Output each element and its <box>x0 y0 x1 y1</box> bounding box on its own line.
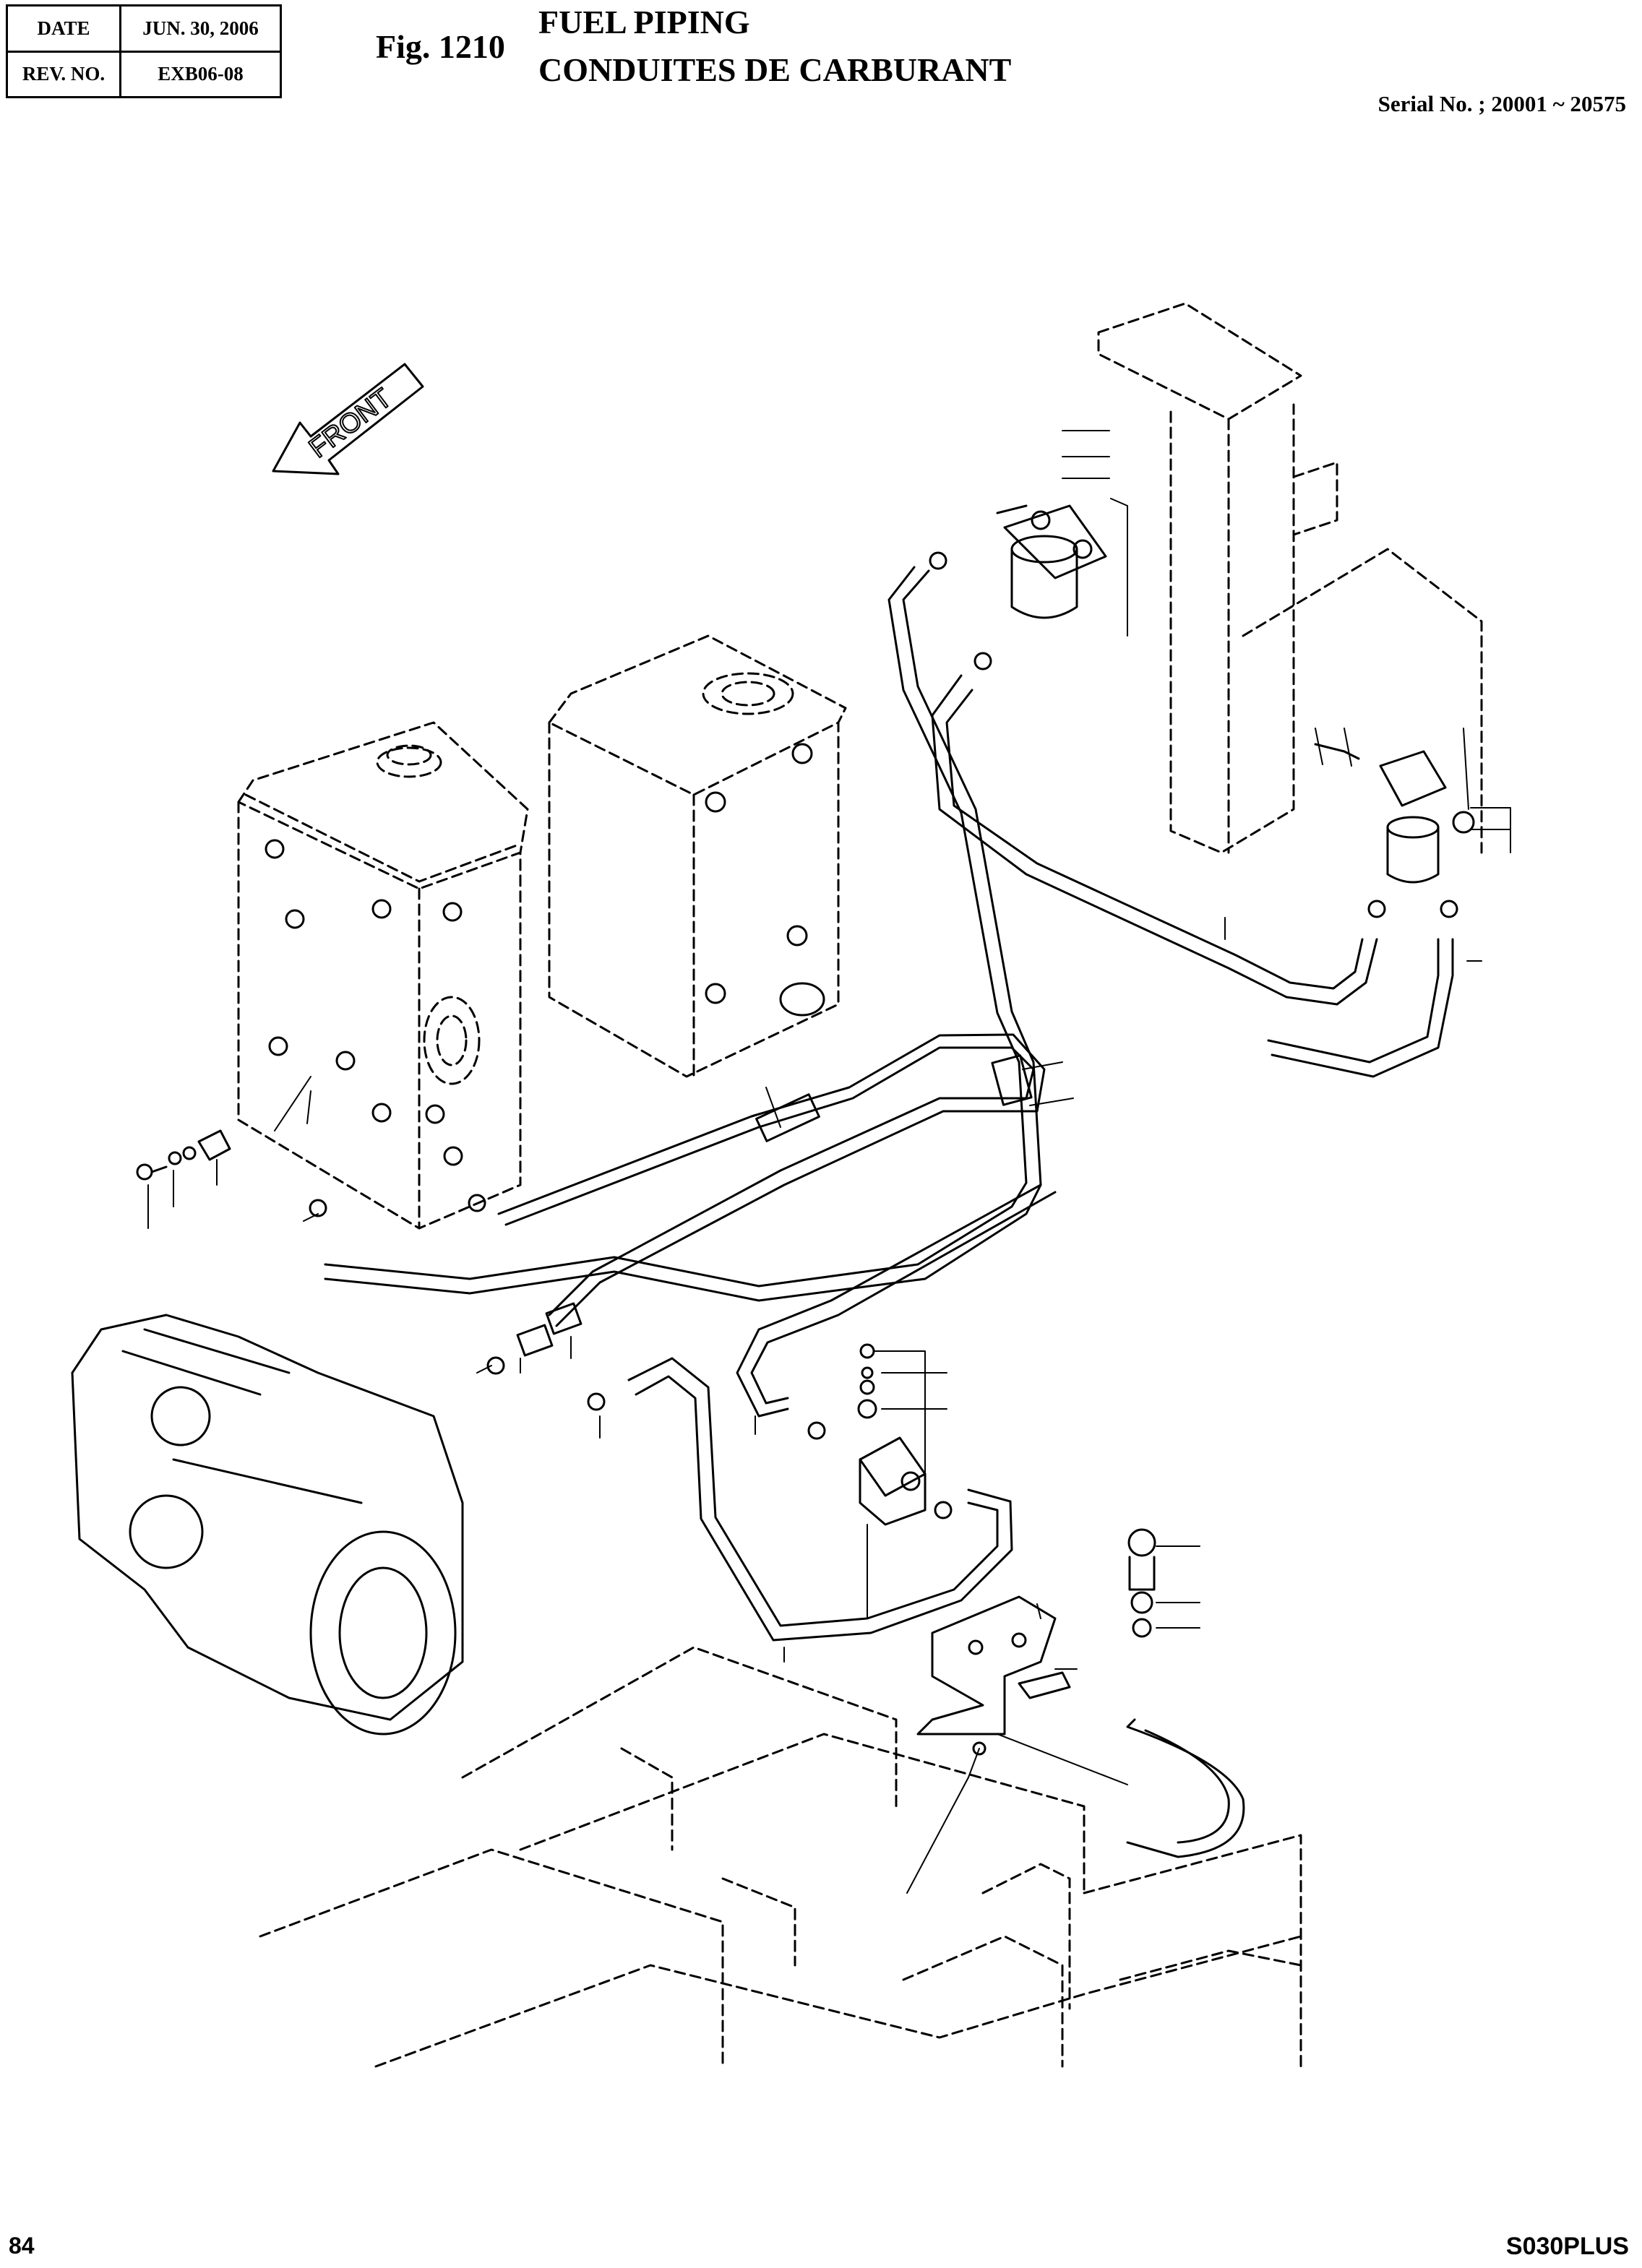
fuel-hose-return <box>931 674 1378 1006</box>
model-name: S030PLUS <box>1505 2233 1629 2260</box>
fuel-tank <box>548 634 847 1078</box>
figure-title-en: FUEL PIPING <box>538 4 750 40</box>
tank-ports <box>265 839 463 1166</box>
page-number: 84 <box>9 2233 35 2259</box>
rev-value: EXB06-08 <box>119 50 282 98</box>
chassis-frame <box>259 1646 1302 2068</box>
fuel-hose-short <box>736 1183 1057 1418</box>
hose-clamps <box>309 551 1458 1519</box>
pipe-clip <box>1126 1528 1245 1858</box>
date-label: DATE <box>6 4 121 53</box>
fuel-hose-pump <box>627 1357 1013 1642</box>
fuel-hose-right <box>1267 938 1454 1078</box>
hydraulic-tank <box>237 721 529 1230</box>
date-value: JUN. 30, 2006 <box>119 4 282 53</box>
figure-number: Fig. 1210 <box>376 28 505 65</box>
fuel-hose-tank <box>497 1033 1046 1327</box>
rev-label: REV. NO. <box>6 50 121 98</box>
mounting-bracket <box>1097 302 1483 854</box>
hose-joints <box>516 1054 1033 1357</box>
front-arrow: FRONT <box>272 363 424 475</box>
tank-bolt-set <box>136 1129 231 1181</box>
leader-lines <box>147 430 1511 1894</box>
revision-table: DATE JUN. 30, 2006 REV. NO. EXB06-08 <box>6 4 282 98</box>
fuel-filter-upper <box>996 504 1107 619</box>
figure-title-fr: CONDUITES DE CARBURANT <box>538 51 1012 88</box>
serial-range: Serial No. ; 20001 ~ 20575 <box>1377 91 1626 116</box>
fuel-pump <box>857 1343 927 1526</box>
front-arrow-label: FRONT <box>304 383 397 464</box>
engine <box>71 1314 464 1736</box>
fuel-tank-ports <box>705 743 825 1017</box>
fuel-hose-main <box>324 566 1042 1302</box>
fuel-filter-lower <box>1314 743 1475 884</box>
pump-bracket <box>916 1595 1071 1756</box>
